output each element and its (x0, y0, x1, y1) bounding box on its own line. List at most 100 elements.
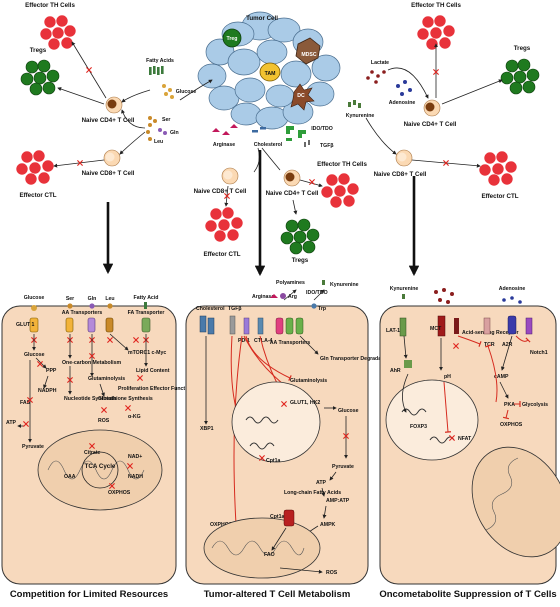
p2-oxphos-label: OXPHOS (210, 522, 233, 528)
p1-gln-label: Gln (88, 296, 97, 302)
fatty-acids-icon (149, 66, 164, 75)
naive-cd4-right: Naive CD4+ T Cell (404, 99, 457, 128)
naive-cd4-left: Naive CD4+ T Cell (82, 96, 135, 124)
tam-cell: TAM (259, 62, 281, 82)
glucose-dots (162, 84, 174, 99)
gln-dots (158, 128, 167, 135)
panel3-mitochondrion (471, 446, 560, 558)
effector-ctl-right-label: Effector CTL (481, 193, 518, 200)
treg-in-tumor: Treg (222, 28, 242, 48)
lactate-dots (366, 70, 386, 84)
ser-top-label: Ser (162, 117, 170, 123)
naive-cd8-right: Naive CD8+ T Cell (374, 149, 427, 178)
aa-transporters: AA Transporters (62, 310, 114, 333)
kynurenine-icon (348, 100, 361, 108)
p3-oxphos-label: OXPHOS (500, 422, 523, 428)
pd1-label: PD-1 (238, 338, 250, 344)
p3-lactate-dots (434, 288, 454, 304)
tgfb-top-label: TGFβ (320, 143, 334, 149)
effector-ctl-center-cluster (204, 206, 244, 243)
tumor-cell-label: Tumor Cell (246, 15, 278, 22)
p2-kynurenine-label: Kynurenine (330, 282, 359, 288)
p1-glutaminolysis-label: Glutaminolysis (88, 376, 125, 382)
a2r-label: A2R (502, 342, 513, 348)
p2-receptors: PD-1 CTLA-4 AA Transporters Gln Transpor… (199, 315, 391, 362)
p2-atp-label: ATP (316, 480, 327, 486)
panel2-mitochondrion: Long-chain Fatty Acids Cpt1a FAO (203, 490, 341, 579)
long-chain-fa-label: Long-chain Fatty Acids (284, 490, 341, 496)
right-top-region: Effector TH Cells Tregs Lactate Adenosin… (346, 2, 540, 200)
p2-tgfb-label: TGFβ (228, 306, 242, 312)
ido-tdo-icon (286, 126, 306, 141)
tregs-left-label: Tregs (30, 47, 47, 54)
leu-dots (146, 130, 152, 141)
arginase-top-label: Arginase (213, 142, 235, 148)
fatty-acids-label: Fatty Acids (146, 58, 174, 64)
ctla4-label: CTLA-4 (254, 338, 273, 344)
xbp1-label: XBP1 (200, 426, 214, 432)
mtorc1-label: mTORC1 c-Myc (128, 350, 166, 356)
nucleotide-label: Nucleotide Synthesis (64, 396, 117, 402)
nad-label: NAD+ (128, 454, 142, 460)
effector-ctl-left-cluster (15, 149, 55, 186)
tregs-right-cluster (500, 58, 540, 95)
p3-receptors: LAT-1 MCT Acid-sensing Receptor TCR A2R … (386, 315, 548, 356)
dendritic-cell: DC (290, 83, 315, 111)
dc-label: DC (297, 93, 305, 99)
pka-label: PKA (504, 402, 515, 408)
aa-transporters-label: AA Transporters (62, 310, 103, 316)
glucose-top-label: Glucose (176, 89, 197, 95)
foxp3-label: FOXP3 (410, 424, 427, 430)
center-top-region: Arginase Cholesterol IDO/TDO TGFβ Naive … (194, 124, 367, 264)
ampk-label: AMPK (320, 522, 336, 528)
p2-glutaminolysis-label: Glutaminolysis (290, 378, 327, 384)
naive-cd4-center-label: Naive CD4+ T Cell (266, 190, 319, 197)
p1-glucose-in-label: Glucose (24, 352, 45, 358)
p3-kynurenine-label: Kynurenine (390, 286, 419, 292)
fao-label: FAO (264, 552, 275, 558)
glut1-label: GLUT 1 (16, 322, 35, 328)
akg-label: α-KG (128, 414, 141, 420)
p2-arginase-label: Arginase (252, 294, 274, 300)
citrate-label: Citrate (84, 450, 101, 456)
camp-label: cAMP (494, 374, 509, 380)
ppp-label: PPP (46, 368, 57, 374)
p3-outside: Kynurenine Adenosine (390, 286, 525, 304)
p2-top-molecules: Arginase Arg Polyamines IDO/TDO Kynureni… (196, 280, 359, 312)
tam-label: TAM (265, 71, 276, 77)
polyamines-label: Polyamines (276, 280, 305, 286)
nfat-label: NFAT (458, 436, 472, 442)
p2-ros-label: ROS (326, 570, 338, 576)
naive-cd8-left: Naive CD8+ T Cell (82, 149, 135, 177)
p2-pyruvate-label: Pyruvate (332, 464, 354, 470)
big-down-arrows (102, 150, 420, 277)
p1-oxphos-label: OXPHOS (108, 490, 131, 496)
p2-cpt1a-label: Cpt1a (270, 514, 285, 520)
tca-label: TCA Cycle (85, 463, 116, 470)
cholesterol-top-label: Cholesterol (254, 142, 283, 148)
naive-cd8-center-label: Naive CD8+ T Cell (194, 188, 247, 195)
effector-th-center-label: Effector TH Cells (317, 161, 367, 168)
panel3-caption: Oncometabolite Suppression of T Cells (379, 589, 556, 600)
nadh-label: NADH (128, 474, 143, 480)
p1-glucose-label: Glucose (24, 295, 45, 301)
cholesterol-icon (252, 127, 266, 133)
treg-in-tumor-label: Treg (227, 36, 238, 42)
naive-cd4-right-label: Naive CD4+ T Cell (404, 121, 457, 128)
adenosine-dots (396, 80, 412, 96)
p2-cholesterol-label: Cholesterol (196, 306, 225, 312)
left-top-region: Effector TH Cells Tregs Naive CD4+ T Cel… (15, 2, 213, 199)
tregs-right-label: Tregs (514, 45, 531, 52)
leu-top-label: Leu (154, 139, 163, 145)
p1-ros-label: ROS (98, 418, 110, 424)
tregs-center-cluster (280, 218, 320, 255)
naive-cd4-left-label: Naive CD4+ T Cell (82, 117, 135, 124)
fas-label: FAS (20, 400, 31, 406)
effector-th-left-label: Effector TH Cells (25, 2, 75, 9)
gln-degradation-label: Gln Transporter Degradation (320, 356, 391, 362)
panel1-mitochondrion: TCA Cycle Citrate OAA NAD+ NADH OXPHOS (37, 429, 163, 511)
tgfb-icon (304, 140, 310, 147)
panel-competition: Glucose Ser Gln Leu Fatty Acid GLUT 1 AA… (1, 295, 193, 600)
